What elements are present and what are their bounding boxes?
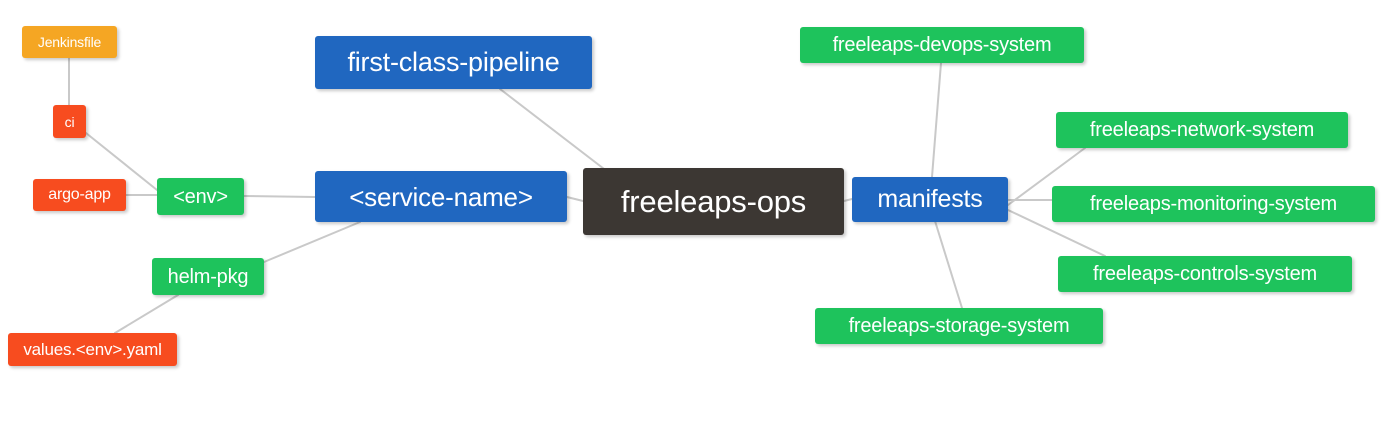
edge-env-to-ci <box>85 132 158 191</box>
edge-manifests-to-freeleaps-network-system <box>1007 147 1086 206</box>
mindmap-node-freeleaps-ops[interactable]: freeleaps-ops <box>583 168 844 235</box>
mindmap-node-argo-app[interactable]: argo-app <box>33 179 126 211</box>
edge-manifests-to-freeleaps-controls-system <box>1007 209 1106 257</box>
mindmap-node-values-env-yaml[interactable]: values.<env>.yaml <box>8 333 177 366</box>
mindmap-node-first-class-pipeline[interactable]: first-class-pipeline <box>315 36 592 89</box>
mindmap-node-helm-pkg[interactable]: helm-pkg <box>152 258 264 295</box>
edge-manifests-to-freeleaps-devops-system <box>931 62 942 178</box>
mindmap-node-freeleaps-controls-system[interactable]: freeleaps-controls-system <box>1058 256 1352 292</box>
mindmap-node-env[interactable]: <env> <box>157 178 244 215</box>
edge-freeleaps-ops-to-first-class-pipeline <box>499 88 609 173</box>
mindmap-node-freeleaps-devops-system[interactable]: freeleaps-devops-system <box>800 27 1084 63</box>
edge-freeleaps-ops-to-service-name <box>566 196 584 202</box>
mindmap-node-ci[interactable]: ci <box>53 105 86 138</box>
edge-manifests-to-freeleaps-storage-system <box>934 220 963 309</box>
mindmap-node-freeleaps-storage-system[interactable]: freeleaps-storage-system <box>815 308 1103 344</box>
mindmap-node-freeleaps-network-system[interactable]: freeleaps-network-system <box>1056 112 1348 148</box>
edge-service-name-to-helm-pkg <box>263 221 361 263</box>
edge-freeleaps-ops-to-manifests <box>843 198 853 202</box>
edge-helm-pkg-to-values-env-yaml <box>114 294 179 334</box>
mindmap-node-manifests[interactable]: manifests <box>852 177 1008 222</box>
edge-service-name-to-env <box>243 195 316 198</box>
mindmap-node-freeleaps-monitoring-system[interactable]: freeleaps-monitoring-system <box>1052 186 1375 222</box>
mindmap-node-service-name[interactable]: <service-name> <box>315 171 567 222</box>
mindmap-node-jenkinsfile[interactable]: Jenkinsfile <box>22 26 117 58</box>
